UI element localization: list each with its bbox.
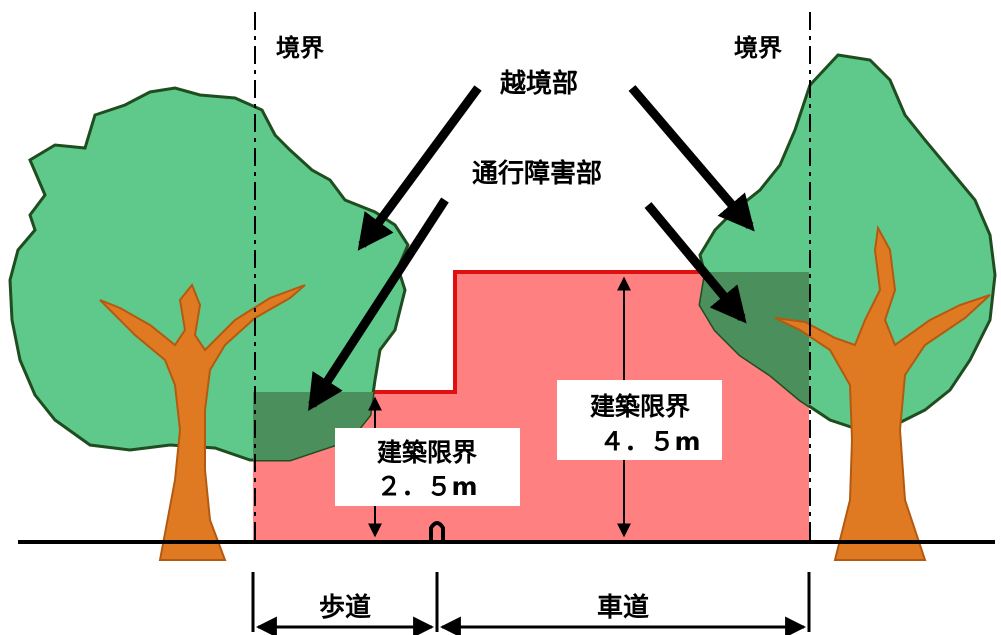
sidewalk-label: 歩道 bbox=[319, 592, 371, 623]
left-tree-trunk bbox=[99, 283, 306, 561]
arrow-obstruction-left bbox=[308, 197, 449, 412]
clearance-roadway-height: ４．５m bbox=[599, 427, 700, 456]
obstruction-label: 通行障害部 bbox=[472, 158, 602, 189]
clearance-roadway-title: 建築限界 bbox=[590, 392, 690, 421]
curb-mark bbox=[429, 521, 445, 540]
boundary-right-label: 境界 bbox=[734, 34, 782, 62]
left-tree bbox=[8, 86, 410, 561]
left-tree-canopy bbox=[8, 86, 410, 462]
arrow-encroachment-right bbox=[628, 85, 755, 232]
encroachment-label: 越境部 bbox=[500, 68, 578, 99]
arrow-encroachment-left bbox=[357, 85, 482, 251]
width-dimensions bbox=[251, 572, 811, 635]
clearance-roadway-box bbox=[557, 380, 722, 460]
clearance-sidewalk-title: 建築限界 bbox=[377, 438, 477, 467]
clearance-sidewalk-box bbox=[335, 428, 520, 506]
pointer-arrows bbox=[308, 85, 755, 412]
right-tree-trunk bbox=[774, 224, 991, 561]
roadway-label: 車道 bbox=[597, 592, 649, 623]
right-tree bbox=[698, 53, 997, 561]
boundary-lines bbox=[254, 12, 811, 545]
boundary-left-label: 境界 bbox=[276, 34, 324, 62]
arrow-obstruction-right bbox=[644, 202, 747, 324]
clearance-sidewalk-height: ２．５m bbox=[376, 472, 477, 501]
